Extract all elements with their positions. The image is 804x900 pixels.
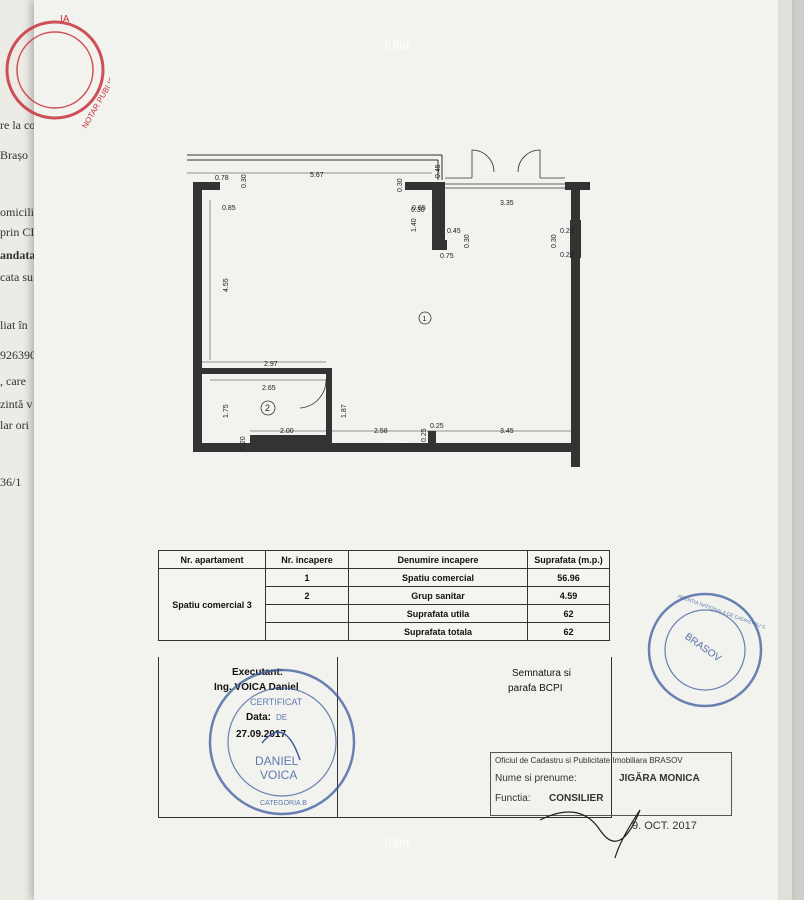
header-apartment: Nr. apartament [158, 550, 266, 569]
notary-stamp-letters: IA [60, 14, 70, 25]
ocpi-line3-value: CONSILIER [549, 793, 604, 804]
dim-text: 0.30 [397, 178, 404, 192]
dim-text: 0.75 [440, 253, 454, 260]
room-number [265, 604, 349, 623]
dim-text: 0.85 [222, 205, 236, 212]
notary-stamp: IA NOTAR PUBLIC [5, 14, 110, 130]
dim-text: 0.78 [215, 175, 229, 182]
room-area: 62 [527, 622, 610, 641]
table-row: Spatiu comercial 3 1 Spatiu comercial 56… [158, 568, 610, 641]
dim-text: 2.00 [280, 428, 294, 435]
ocpi-line1: Oficiul de Cadastru si Publicitate Imobi… [495, 756, 683, 765]
dim-text: 4.55 [223, 278, 230, 292]
dim-text: 0.25 [421, 428, 428, 442]
table-row: Suprafata totala 62 [159, 622, 610, 641]
dim-text: 0.65 [412, 205, 426, 212]
dim-text: 0.30 [551, 234, 558, 248]
room-name: Suprafata utila [348, 604, 528, 623]
dim-text: 0.45 [447, 228, 461, 235]
floor-plan: 1 2 0.78 0.30 5.67 0.30 0.45 0.85 0.30 0… [187, 149, 590, 467]
left-text-12: 36/1 [0, 475, 22, 489]
left-text-3: omicili [0, 205, 34, 219]
certificate-stamp-line1: CERTIFICAT [250, 697, 303, 707]
dim-text: 3.35 [500, 200, 514, 207]
watermark-bottom: Iulia [384, 834, 410, 850]
left-text-9: , care [0, 374, 26, 388]
certificate-stamp-ring: CATEGORIA B [260, 800, 307, 807]
ocpi-line2-value: JIGĂRA MONICA [619, 773, 700, 784]
handwritten-signature [539, 809, 641, 859]
signature-divider [337, 657, 338, 817]
room-table: Nr. apartament Nr. incapere Denumire inc… [158, 550, 610, 641]
table-row: 2 Grup sanitar 4.59 [159, 586, 610, 605]
dim-text: 3.45 [500, 428, 514, 435]
room-1-label: 1 [423, 316, 427, 323]
dim-text: 5.67 [310, 172, 324, 179]
dim-text: 0.30 [464, 234, 471, 248]
room-area: 56.96 [527, 568, 610, 587]
date-label: Data: [246, 712, 272, 723]
dim-text: 0.25 [430, 423, 444, 430]
room-name: Suprafata totala [348, 622, 528, 641]
dim-text: 0.25 [560, 252, 574, 259]
room-area: 62 [527, 604, 610, 623]
room-number: 1 [265, 568, 349, 587]
dim-text: 1.75 [223, 404, 230, 418]
dim-text: 0.20 [240, 436, 247, 450]
room-area: 4.59 [527, 586, 610, 605]
left-text-11: lar ori [0, 418, 29, 432]
date-value: 27.09.2017 [236, 729, 287, 740]
left-text-4: prin CI [0, 225, 35, 239]
ocpi-line2-label: Nume si prenume: [495, 773, 577, 784]
certificate-stamp-line3: DANIEL [255, 754, 299, 768]
left-text-2: Brașo [0, 148, 28, 162]
watermark-top: Iulia [384, 36, 410, 52]
left-text-5: andatar [0, 248, 41, 262]
dim-text: 2.97 [264, 361, 278, 368]
signature-box [158, 657, 612, 818]
room-number [265, 622, 349, 641]
executant-name: Ing. VOICA Daniel [214, 682, 299, 693]
header-area: Suprafata (m.p.) [527, 550, 610, 569]
dim-text: 0.30 [411, 207, 425, 214]
certificate-stamp: CERTIFICAT DE DANIEL VOICA CATEGORIA B [208, 668, 356, 816]
ocpi-stamp: Oficiul de Cadastru si Publicitate Imobi… [490, 752, 732, 816]
room-2-label: 2 [265, 403, 270, 413]
room-name: Grup sanitar [348, 586, 528, 605]
room-number: 2 [265, 586, 349, 605]
ocpi-date: 9. OCT. 2017 [632, 820, 697, 832]
room-name: Spatiu comercial [348, 568, 528, 587]
table-header-row: Nr. apartament Nr. incapere Denumire inc… [158, 550, 610, 569]
left-text-10: zintă v [0, 397, 33, 411]
semnatura-line1: Semnatura si [512, 668, 571, 679]
page-edge [778, 0, 792, 900]
certificate-stamp-line2: DE [276, 713, 287, 722]
left-text-1: re la co [0, 118, 36, 132]
left-text-6: cata su [0, 270, 33, 284]
left-text-7: liat în [0, 318, 28, 332]
dim-text: 0.45 [435, 164, 442, 178]
left-text-8: 926390 [0, 348, 36, 362]
dim-text: 0.20 [560, 228, 574, 235]
dim-text: 2.58 [374, 428, 388, 435]
ancpi-stamp-center: BRASOV [682, 631, 723, 664]
header-room-name: Denumire incapere [348, 550, 528, 569]
ancpi-stamp: BRASOV AGENTIA NATIONALA DE CADASTRU SI … [647, 592, 765, 708]
dim-text: 2.65 [262, 385, 276, 392]
ocpi-line3-label: Functia: [495, 793, 531, 804]
apartment-cell: Spatiu comercial 3 [158, 568, 266, 641]
executant-label: Executant: [232, 667, 284, 678]
semnatura-line2: parafa BCPI [508, 683, 563, 694]
header-room-number: Nr. incapere [265, 550, 349, 569]
dim-text: 0.30 [241, 174, 248, 188]
dim-text: 1.87 [341, 404, 348, 418]
dim-text: 1.40 [411, 218, 418, 232]
notary-stamp-text: NOTAR PUBLIC [80, 75, 110, 130]
certificate-stamp-line4: VOICA [260, 768, 297, 782]
